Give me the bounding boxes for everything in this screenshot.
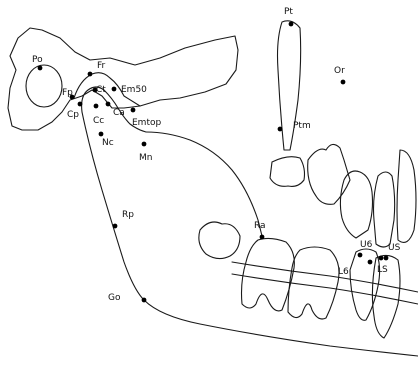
landmark-dot-us	[384, 256, 389, 261]
landmark-dot-rp	[113, 224, 118, 229]
upper-third-molar	[308, 144, 350, 204]
landmark-dot-ls	[379, 256, 384, 261]
landmark-label-l6: L6	[338, 267, 349, 277]
landmark-dot-cc	[94, 104, 99, 109]
landmark-label-or: Or	[334, 66, 345, 76]
landmark-dot-cp	[78, 102, 83, 107]
landmark-dot-ra	[260, 235, 265, 240]
landmark-dot-em50	[112, 87, 117, 92]
landmark-label-ct: Ct	[96, 85, 106, 95]
landmark-dot-ca	[106, 102, 111, 107]
ear-canal-outline	[26, 65, 62, 107]
landmark-label-cp: Cp	[67, 110, 79, 120]
landmark-dots	[38, 22, 389, 303]
landmark-dot-fr	[88, 72, 93, 77]
landmark-dot-po	[38, 66, 43, 71]
landmark-label-ls: LS	[377, 265, 388, 275]
upper-first-molar	[374, 172, 395, 247]
landmark-dot-or	[341, 80, 346, 85]
landmark-label-ptm: Ptm	[293, 121, 311, 131]
sigmoid-notch-outline	[146, 132, 262, 236]
lower-second-molar	[242, 238, 295, 310]
lower-first-molar	[288, 247, 339, 319]
landmark-label-cc: Cc	[93, 116, 104, 126]
landmark-label-fr: Fr	[97, 61, 106, 71]
landmark-dot-l6	[368, 260, 373, 265]
landmark-dot-pt	[289, 22, 294, 27]
landmark-dot-ptm	[278, 127, 283, 132]
lower-molar-bud	[199, 222, 240, 259]
landmark-label-ca: Ca	[113, 108, 125, 118]
maxilla-tuberosity	[270, 157, 305, 187]
landmark-label-rp: Rp	[122, 210, 134, 220]
landmark-label-u6: U6	[360, 240, 373, 250]
landmark-label-em50: Em50	[121, 85, 147, 95]
landmark-label-us: US	[388, 243, 401, 253]
landmark-label-fp: Fp	[62, 88, 73, 98]
mandible-inner-line	[232, 274, 418, 304]
landmark-label-go: Go	[108, 293, 121, 303]
landmark-dot-go	[142, 298, 147, 303]
upper-premolar	[397, 150, 416, 242]
landmark-label-pt: Pt	[284, 7, 293, 17]
landmark-label-mn: Mn	[139, 153, 152, 163]
upper-second-molar	[340, 171, 372, 238]
landmark-label-nc: Nc	[102, 138, 114, 148]
landmark-dot-u6	[358, 253, 363, 258]
landmark-dot-emtop	[131, 108, 136, 113]
landmark-label-ra: Ra	[254, 221, 266, 231]
landmark-label-emtop: Emtop	[132, 118, 161, 128]
landmark-dot-nc	[99, 132, 104, 137]
landmark-label-po: Po	[32, 55, 43, 65]
landmark-dot-mn	[142, 142, 147, 147]
